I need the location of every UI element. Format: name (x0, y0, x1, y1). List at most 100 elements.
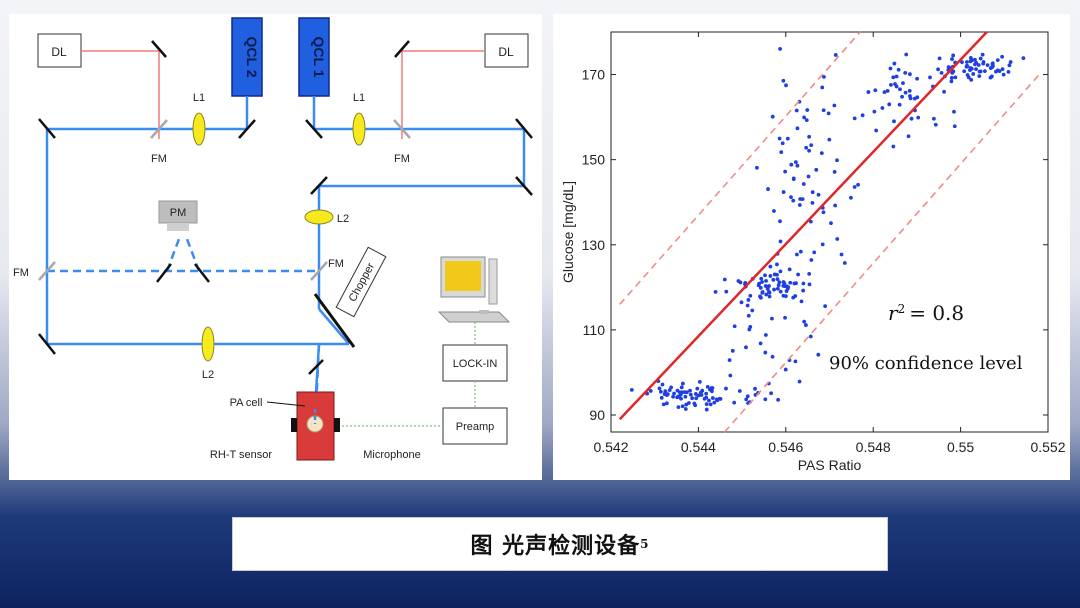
data-point (793, 160, 798, 165)
data-point (657, 386, 662, 391)
data-point (832, 170, 837, 174)
data-point (778, 239, 783, 244)
data-point (906, 134, 911, 139)
data-point (866, 90, 871, 94)
data-point (768, 274, 773, 278)
data-point (732, 324, 737, 329)
data-point (882, 90, 887, 94)
data-point (775, 286, 780, 291)
data-point (822, 74, 826, 79)
data-point (758, 285, 763, 290)
data-point (988, 66, 993, 71)
data-point (915, 95, 920, 100)
data-point (728, 373, 733, 378)
data-point (738, 280, 743, 285)
data-point (985, 63, 990, 67)
data-point (727, 358, 732, 363)
data-point (781, 78, 786, 83)
data-point (778, 219, 782, 224)
data-point (770, 354, 775, 359)
data-point (908, 72, 912, 77)
data-point (772, 287, 776, 292)
data-point (976, 63, 981, 67)
data-point (974, 67, 978, 72)
data-point (679, 385, 684, 390)
data-point (936, 67, 940, 72)
data-point (772, 209, 776, 213)
data-point (763, 333, 768, 337)
data-point (748, 325, 753, 329)
data-point (982, 69, 987, 74)
data-point (744, 345, 748, 350)
data-point (937, 56, 942, 61)
data-point (696, 393, 701, 398)
data-point (708, 402, 713, 407)
data-point (997, 69, 1002, 74)
data-point (801, 281, 806, 286)
data-point (852, 185, 857, 189)
data-point (801, 288, 806, 293)
data-point (688, 392, 693, 397)
data-point (795, 163, 800, 168)
data-point (994, 69, 998, 74)
data-point (897, 102, 902, 107)
caption-reference: 5 (640, 537, 650, 551)
preamp-label: Preamp (456, 421, 495, 433)
data-point (801, 182, 806, 186)
data-point (904, 52, 909, 57)
data-point (766, 187, 770, 191)
data-point (629, 387, 634, 392)
data-point (980, 52, 985, 57)
confidence-lower-line (724, 74, 1040, 433)
data-point (690, 396, 695, 401)
x-axis-label: PAS Ratio (798, 457, 862, 473)
lens-l2-top (304, 209, 334, 225)
data-point (971, 72, 976, 76)
data-point (677, 394, 682, 399)
data-point (894, 84, 899, 89)
data-point (783, 315, 787, 320)
data-point (950, 57, 954, 61)
data-point (891, 144, 896, 149)
data-point (892, 61, 897, 66)
data-point (933, 122, 938, 127)
rht-sensor-block (291, 418, 297, 432)
data-point (856, 182, 860, 187)
data-point (806, 174, 811, 179)
data-point (767, 290, 771, 294)
qcl1-label: QCL 1 (311, 37, 327, 78)
pm-head (167, 223, 189, 231)
data-point (707, 398, 711, 403)
data-point (795, 252, 799, 257)
data-point (663, 389, 668, 394)
data-point (810, 200, 815, 205)
data-point (669, 385, 674, 390)
data-point (1021, 56, 1026, 60)
data-point (760, 280, 764, 284)
dl-right-beam (401, 50, 485, 139)
y-tick-label: 110 (583, 322, 606, 338)
data-point (872, 109, 877, 114)
data-point (680, 404, 685, 409)
data-point (659, 395, 664, 400)
data-point (802, 115, 807, 120)
data-point (797, 379, 802, 384)
data-point (951, 53, 956, 58)
data-point (672, 391, 676, 396)
data-point (680, 381, 685, 386)
data-point (962, 69, 967, 74)
data-point (888, 66, 893, 71)
data-point (737, 389, 742, 393)
data-point (694, 396, 699, 401)
data-point (695, 386, 700, 391)
data-point (764, 292, 769, 297)
data-point (759, 295, 763, 300)
data-point (826, 111, 831, 116)
r-squared-annotation: r2= 0.8 (888, 301, 964, 325)
data-point (812, 250, 817, 255)
data-point (775, 277, 780, 282)
data-point (777, 280, 782, 285)
data-point (676, 405, 681, 409)
data-point (807, 282, 812, 287)
data-point (952, 124, 957, 129)
